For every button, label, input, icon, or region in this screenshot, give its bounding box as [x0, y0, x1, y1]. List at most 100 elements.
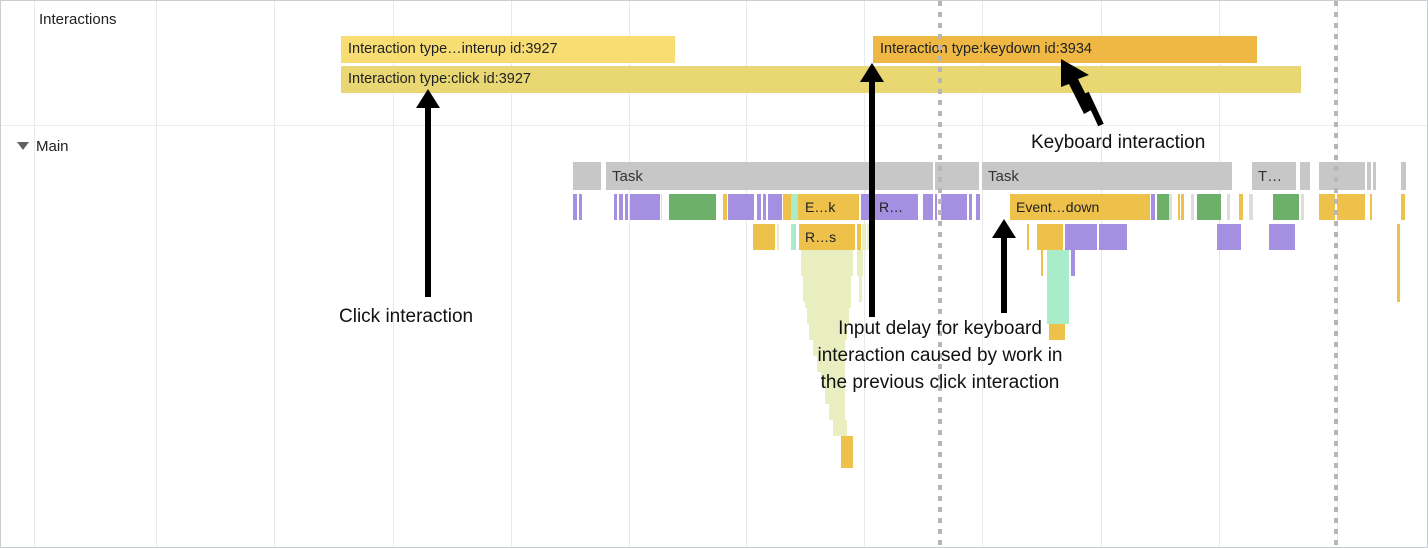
flame-block-d1-37[interactable]: [1273, 194, 1299, 220]
flame-block-d2-3[interactable]: [857, 224, 861, 250]
flame-block-deep-18[interactable]: [821, 372, 845, 388]
collapse-triangle-icon[interactable]: [17, 142, 29, 150]
flame-block-d2-0[interactable]: [753, 224, 775, 250]
flame-block-deep-15[interactable]: [1049, 324, 1065, 340]
flame-block-deep-16[interactable]: [813, 340, 845, 356]
task-bar-5[interactable]: [1319, 162, 1365, 190]
interaction-click-bar[interactable]: Interaction type:click id:3927: [341, 66, 1301, 93]
flame-block-deep-4[interactable]: [1071, 250, 1075, 276]
task-bar-8[interactable]: [1401, 162, 1406, 190]
flame-block-d1-21[interactable]: [915, 194, 918, 220]
gridline-8: [982, 1, 983, 547]
flame-block-d1-18[interactable]: [861, 194, 865, 220]
flame-block-d2-12[interactable]: [1397, 224, 1400, 250]
flame-block-deep-14[interactable]: [809, 324, 847, 340]
flame-block-d1-25[interactable]: [969, 194, 972, 220]
event-runtask-block[interactable]: R…: [873, 194, 909, 220]
flame-block-d1-22[interactable]: [923, 194, 933, 220]
flame-block-deep-0[interactable]: [801, 250, 853, 276]
gridline-7: [864, 1, 865, 547]
flame-block-d1-8[interactable]: [713, 194, 716, 220]
flame-block-deep-3[interactable]: [1047, 250, 1069, 276]
flame-block-d1-3[interactable]: [619, 194, 623, 220]
flame-block-d2-11[interactable]: [1269, 224, 1295, 250]
flame-block-deep-5[interactable]: [1397, 250, 1400, 276]
flame-block-d1-38[interactable]: [1301, 194, 1304, 220]
flame-block-d1-23[interactable]: [935, 194, 937, 220]
flame-block-d2-2[interactable]: [791, 224, 796, 250]
interaction-keydown-bar[interactable]: Interaction type:keydown id:3934: [873, 36, 1257, 63]
flame-block-d1-29[interactable]: [1169, 194, 1172, 220]
flame-block-d2-4[interactable]: [862, 224, 866, 250]
flame-block-d1-33[interactable]: [1197, 194, 1221, 220]
task-bar-2[interactable]: Task: [982, 162, 1232, 190]
flame-block-deep-13[interactable]: [1047, 308, 1069, 324]
flame-block-deep-1[interactable]: [857, 250, 863, 276]
flame-block-d1-5[interactable]: [630, 194, 660, 220]
flame-block-d1-13[interactable]: [768, 194, 782, 220]
flame-block-d2-1[interactable]: [777, 224, 779, 250]
task-bar-7[interactable]: [1373, 162, 1376, 190]
flame-block-d1-42[interactable]: [1401, 194, 1405, 220]
event-keydown-block[interactable]: Event…down: [1010, 194, 1150, 220]
flame-block-d1-6[interactable]: [661, 194, 662, 220]
flame-block-d2-8[interactable]: [1065, 224, 1097, 250]
flame-block-deep-12[interactable]: [807, 308, 849, 324]
flame-block-d1-17[interactable]: [795, 194, 798, 220]
flame-block-deep-7[interactable]: [859, 276, 862, 302]
flame-block-deep-10[interactable]: [805, 292, 851, 308]
annotation-input-delay: Input delay for keyboard interaction cau…: [817, 318, 1063, 393]
task-bar-6[interactable]: [1367, 162, 1371, 190]
flame-block-deep-19[interactable]: [825, 388, 845, 404]
flame-block-d2-9[interactable]: [1099, 224, 1127, 250]
gridline-0: [34, 1, 35, 547]
flame-block-d1-40[interactable]: [1337, 194, 1365, 220]
interaction-pointer-bar[interactable]: Interaction type…interup id:3927: [341, 36, 675, 63]
event-pointerup-block[interactable]: E…k: [799, 194, 859, 220]
flame-block-d1-19[interactable]: [865, 194, 870, 220]
flame-block-d2-7[interactable]: [1037, 224, 1063, 250]
flame-block-deep-2[interactable]: [1041, 250, 1043, 276]
flame-block-d1-20[interactable]: [909, 194, 915, 220]
flame-block-d1-2[interactable]: [614, 194, 617, 220]
flame-block-d1-31[interactable]: [1181, 194, 1184, 220]
flame-block-d1-1[interactable]: [579, 194, 582, 220]
flame-block-deep-17[interactable]: [817, 356, 845, 372]
flame-block-d1-24[interactable]: [941, 194, 967, 220]
track-divider: [1, 125, 1427, 126]
gridline-10: [1219, 1, 1220, 547]
flame-block-deep-22[interactable]: [841, 436, 853, 452]
task-bar-4[interactable]: [1300, 162, 1310, 190]
flame-block-d1-26[interactable]: [976, 194, 980, 220]
flame-block-d1-11[interactable]: [757, 194, 761, 220]
flame-block-deep-20[interactable]: [829, 404, 845, 420]
flame-block-d1-28[interactable]: [1157, 194, 1169, 220]
flame-block-d1-10[interactable]: [728, 194, 754, 220]
flame-block-d1-36[interactable]: [1249, 194, 1253, 220]
flame-block-deep-11[interactable]: [1047, 292, 1069, 308]
flame-block-d1-12[interactable]: [763, 194, 766, 220]
flame-block-d1-7[interactable]: [669, 194, 713, 220]
flame-block-deep-23[interactable]: [841, 452, 853, 468]
arrow-click-interaction-shaft: [425, 107, 431, 297]
flame-block-deep-9[interactable]: [1397, 276, 1400, 302]
flame-block-d1-9[interactable]: [723, 194, 727, 220]
task-bar-1[interactable]: Task: [606, 162, 871, 190]
flame-block-d1-4[interactable]: [625, 194, 628, 220]
event-render-block[interactable]: R…s: [799, 224, 855, 250]
flame-block-d1-0[interactable]: [573, 194, 577, 220]
flame-block-d1-30[interactable]: [1178, 194, 1180, 220]
flame-block-d1-27[interactable]: [1151, 194, 1155, 220]
flame-block-d1-41[interactable]: [1370, 194, 1372, 220]
flame-block-d1-35[interactable]: [1239, 194, 1243, 220]
flame-block-d1-32[interactable]: [1191, 194, 1194, 220]
flame-block-d2-6[interactable]: [1027, 224, 1029, 250]
flame-block-d1-34[interactable]: [1227, 194, 1230, 220]
annotation-click-interaction: Click interaction: [339, 306, 474, 327]
flame-block-d1-39[interactable]: [1319, 194, 1335, 220]
flame-block-deep-21[interactable]: [833, 420, 847, 436]
flame-block-d1-16[interactable]: [791, 194, 796, 220]
flame-block-d2-10[interactable]: [1217, 224, 1241, 250]
task-bar-3[interactable]: T…: [1252, 162, 1296, 190]
